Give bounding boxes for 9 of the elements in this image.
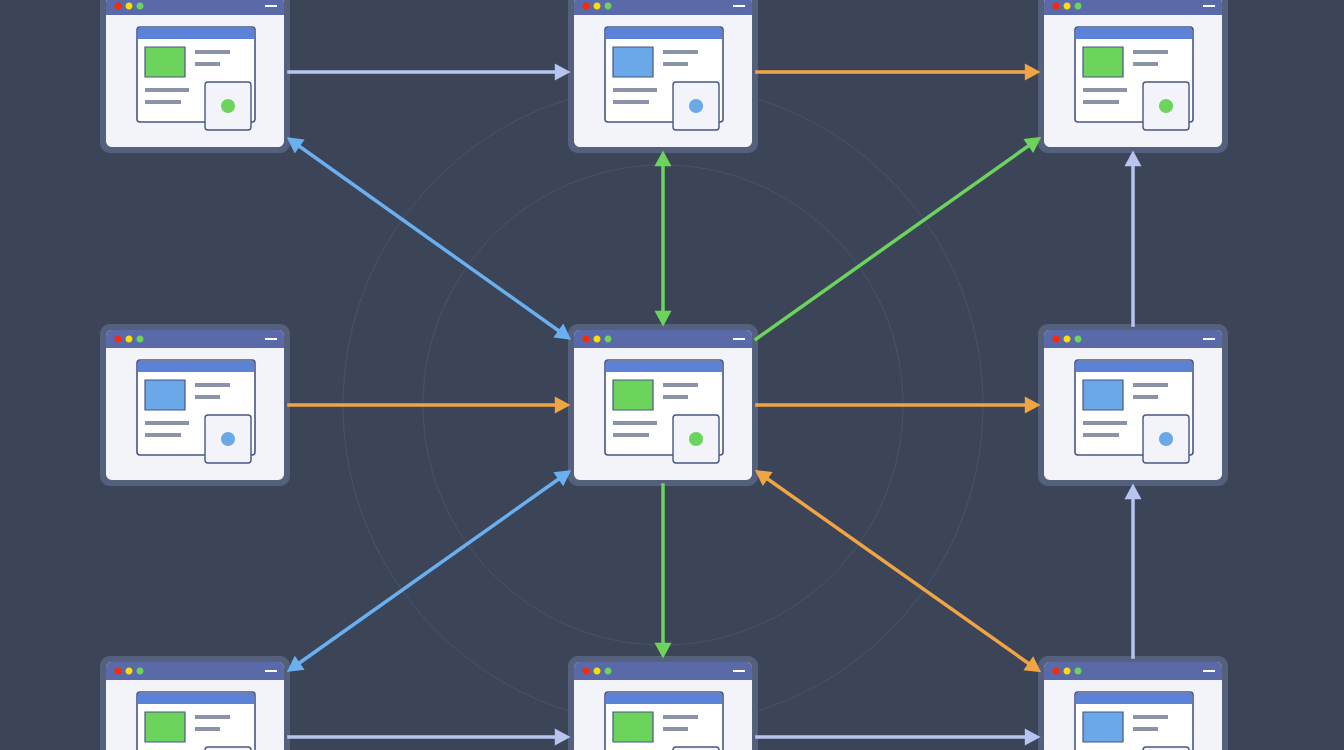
window-drawing <box>568 0 758 153</box>
window-drawing <box>568 324 758 486</box>
window-drawing <box>568 656 758 750</box>
window-drawing <box>100 0 290 153</box>
window-drawing <box>1038 656 1228 750</box>
window-drawing <box>100 656 290 750</box>
window-drawing <box>1038 0 1228 153</box>
window-drawing <box>1038 324 1228 486</box>
window-drawing <box>100 324 290 486</box>
